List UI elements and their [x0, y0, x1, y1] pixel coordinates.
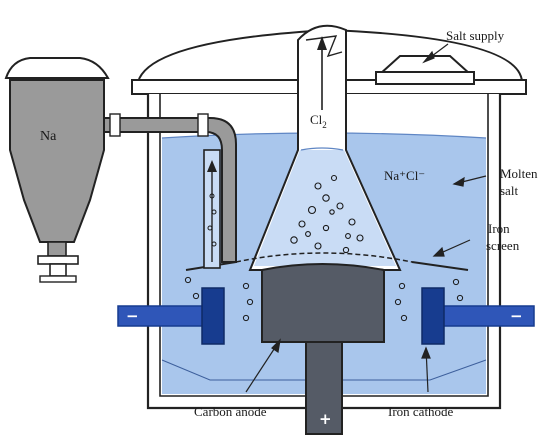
label-nacl: Na⁺Cl⁻ — [384, 168, 425, 183]
anode-post — [305, 341, 343, 435]
cathode-assembly — [117, 287, 535, 345]
label-carbon-anode: Carbon anode — [194, 404, 267, 419]
cathode-block-right — [421, 287, 445, 345]
chlorine-hood — [248, 24, 402, 271]
chlorine-flow-arrowhead — [317, 36, 327, 50]
cathode-block-left — [201, 287, 225, 345]
label-molten-line2: salt — [500, 183, 518, 198]
label-na: Na — [40, 129, 57, 144]
sodium-pipe — [103, 113, 237, 263]
label-iron-cathode: Iron cathode — [388, 404, 454, 419]
label-iron-screen-line2: screen — [486, 238, 520, 253]
label-cl2-subscript: 2 — [322, 120, 327, 130]
carbon-anode — [261, 263, 385, 435]
sodium-bubbles — [184, 193, 464, 322]
leader-lines — [245, 43, 487, 393]
label-plus: + — [319, 410, 332, 428]
sodium-flow-arrowhead — [207, 160, 217, 172]
label-molten-line1: Molten — [500, 166, 538, 181]
label-cl2-main: Cl — [310, 112, 323, 127]
iron-screen — [235, 252, 413, 263]
label-iron-screen-line1: Iron — [488, 221, 510, 236]
label-minus-left: − — [126, 307, 139, 325]
label-cl2: Cl2 — [310, 112, 327, 130]
sodium-collector — [4, 57, 110, 283]
chlorine-bubbles — [290, 174, 364, 254]
label-salt-supply: Salt supply — [446, 28, 505, 43]
salt-supply-hopper — [375, 55, 475, 85]
label-minus-right: − — [510, 307, 523, 325]
